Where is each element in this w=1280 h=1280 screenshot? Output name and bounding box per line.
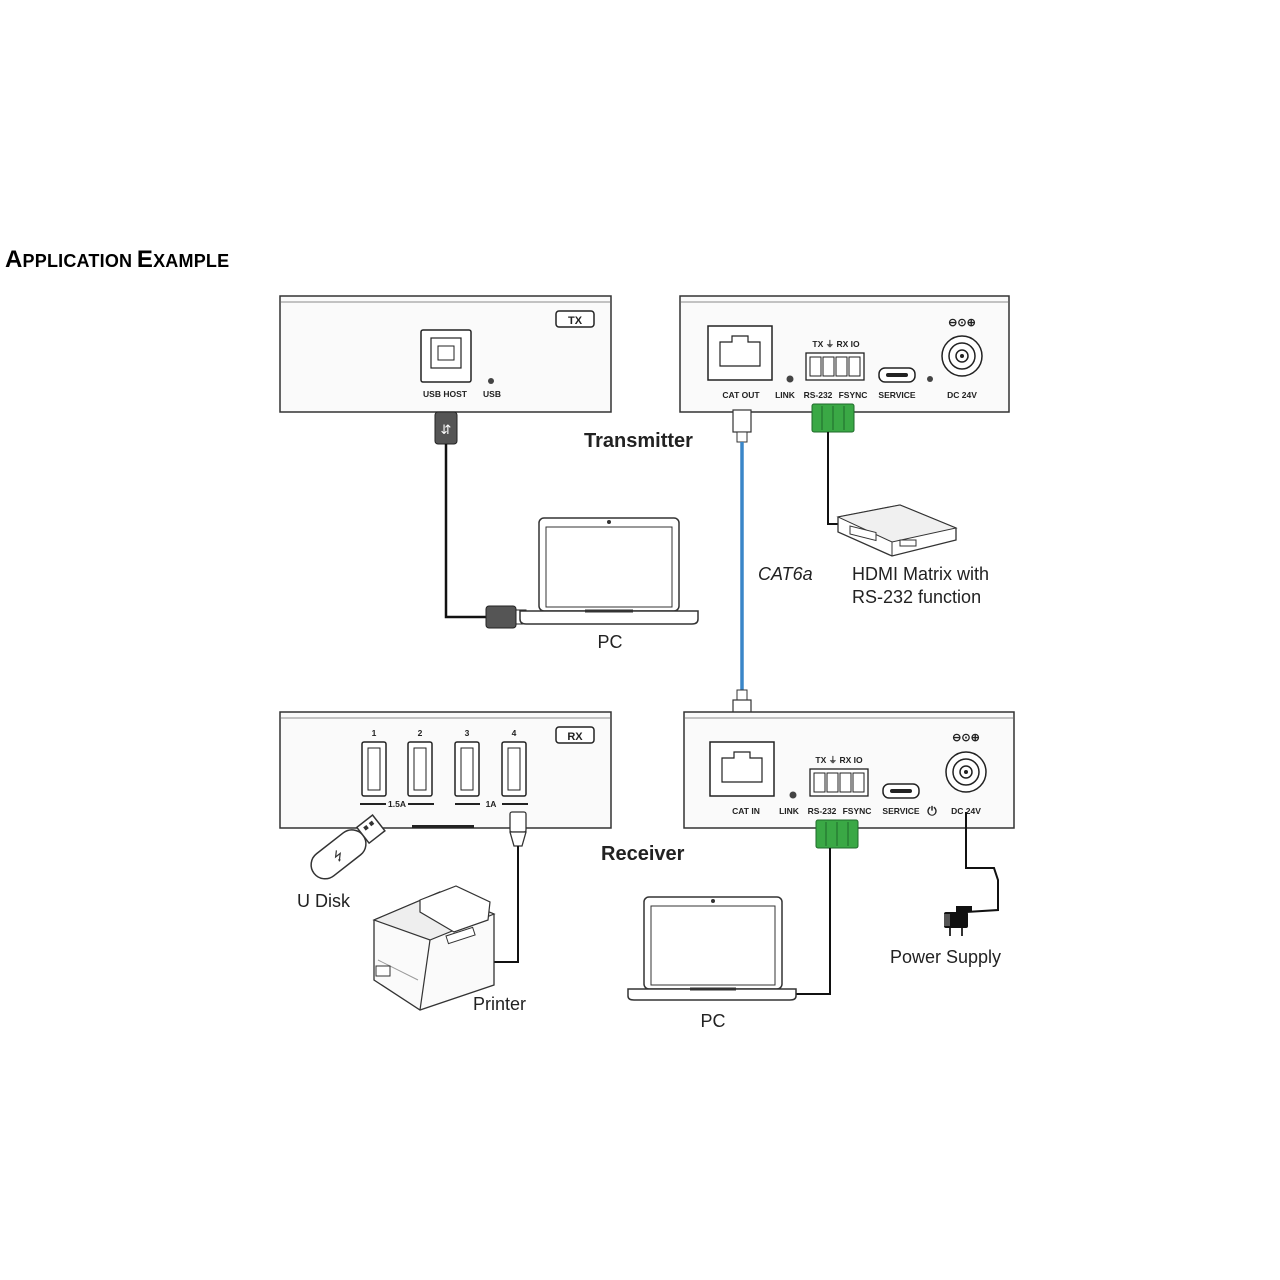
port-label-cat-in: CAT IN: [732, 806, 760, 816]
rx-link-led: [789, 791, 797, 799]
title-cap-1: A: [5, 246, 23, 273]
usb-a-port-1: [361, 741, 387, 797]
rx-terminal-plug-icon: [796, 819, 859, 995]
tx-badge: [555, 310, 595, 328]
tx-rear-panel: TX ⏚ RX IO ⊖⊙⊕ CAT OUT LINK RS-232 FSYNC…: [679, 295, 1010, 413]
usb-a-port-4: [501, 741, 527, 797]
rx-port-label-dc24v: DC 24V: [951, 806, 981, 816]
label-hdmi-matrix-line1: HDMI Matrix with: [852, 564, 989, 584]
usb-host-port: [420, 329, 472, 383]
rx-rear-panel: TX ⏚ RX IO ⏻ ⊖⊙⊕ CAT IN LINK RS-232 FSYN…: [683, 711, 1015, 829]
label-power-supply: Power Supply: [890, 947, 1001, 967]
port-label-service: SERVICE: [878, 390, 915, 400]
rx-badge-text: RX: [567, 731, 583, 743]
usb-flash-drive-icon: ⭍: [310, 813, 386, 880]
rx-rs232-terminal: [809, 768, 869, 797]
label-pc-bottom: PC: [700, 1011, 725, 1031]
power-button-icon: ⏻: [927, 804, 937, 818]
rj45-plug-top-icon: [732, 409, 752, 433]
label-hdmi-matrix-line2: RS-232 function: [852, 587, 981, 607]
rx-port-label-service: SERVICE: [882, 806, 919, 816]
tx-power-polarity-icon: ⊖⊙⊕: [948, 317, 976, 329]
port-label-fsync: FSYNC: [839, 390, 868, 400]
usb-led: [488, 378, 494, 384]
port-label-link: LINK: [775, 390, 796, 400]
rx-port-label-rs232: RS-232: [808, 806, 837, 816]
title-cap-2: E: [136, 246, 154, 273]
usb-a-port-3: [454, 741, 480, 797]
port-label-usb-host: USB HOST: [423, 389, 468, 399]
service-led: [927, 376, 933, 382]
tx-badge-text: TX: [568, 315, 583, 327]
dc-jack: [941, 335, 983, 377]
rx-port-label-fsync: FSYNC: [843, 806, 872, 816]
cat-out-port: [707, 325, 773, 381]
usb-port-number-1: 1: [372, 728, 377, 738]
current-label-1-5a: 1.5A: [388, 799, 406, 809]
power-supply-icon: [944, 812, 999, 936]
hdmi-matrix-icon: [836, 504, 958, 557]
page-title: APPLICATION EXAMPLE: [5, 246, 229, 274]
port-label-cat-out: CAT OUT: [722, 390, 760, 400]
title-rest-1: PPLICATION: [22, 251, 133, 271]
label-u-disk: U Disk: [297, 891, 351, 911]
tx-front-panel: TX USB HOST USB: [279, 295, 612, 413]
port-label-dc24v: DC 24V: [947, 390, 977, 400]
printer-icon: [372, 885, 496, 1011]
rx-front-panel: RX 1 2 3 4 1.5A 1A: [279, 711, 612, 829]
label-cat6a: CAT6a: [758, 564, 813, 584]
laptop-icon-bottom: [627, 896, 797, 1001]
cat-in-port: [709, 741, 775, 797]
rx-power-polarity-icon: ⊖⊙⊕: [952, 732, 980, 744]
usb-port-number-3: 3: [465, 728, 470, 738]
usb-cable-tx-pc: ⇵: [434, 411, 527, 629]
rx-dc-jack: [945, 751, 987, 793]
section-transmitter: Transmitter: [584, 430, 693, 452]
port-label-usb: USB: [483, 389, 501, 399]
svg-text:⇵: ⇵: [441, 422, 452, 437]
tx-terminal-plug-icon: [811, 403, 855, 525]
link-led: [786, 375, 794, 383]
usb-port-number-4: 4: [512, 728, 517, 738]
cat6a-cable: [732, 409, 752, 729]
rx-port-label-link: LINK: [779, 806, 800, 816]
usb-port-number-2: 2: [418, 728, 423, 738]
usb-b-plug-icon: [485, 605, 517, 629]
usb-a-port-2: [407, 741, 433, 797]
current-label-1a: 1A: [486, 799, 497, 809]
rx-badge: [555, 726, 595, 744]
tx-terminal-header: TX ⏚ RX IO: [812, 339, 860, 349]
title-rest-2: XAMPLE: [153, 251, 230, 271]
rs232-terminal: [805, 352, 865, 381]
usb-cable-printer: [494, 811, 527, 963]
label-printer: Printer: [473, 994, 526, 1014]
section-receiver: Receiver: [601, 843, 685, 865]
label-pc-top: PC: [597, 632, 622, 652]
laptop-icon-top: [519, 517, 699, 625]
port-label-rs232: RS-232: [804, 390, 833, 400]
rx-terminal-header: TX ⏚ RX IO: [815, 755, 863, 765]
